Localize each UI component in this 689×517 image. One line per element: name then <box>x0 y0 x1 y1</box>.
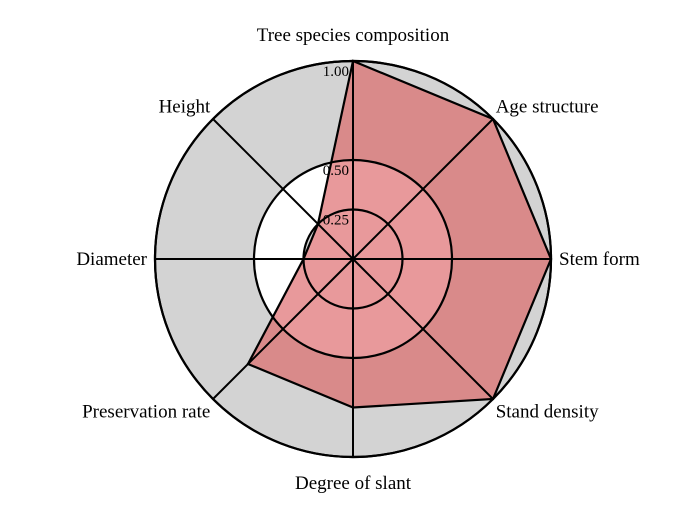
axis-label-2: Age structure <box>496 96 599 117</box>
r-tick-label-2: 0.50 <box>323 163 349 179</box>
axis-label-3: Stem form <box>559 249 640 270</box>
r-tick-label-1: 0.25 <box>323 213 349 229</box>
outer-ring <box>153 59 553 459</box>
ring-2 <box>252 158 454 360</box>
data-area-inner <box>254 160 452 358</box>
axis-label-7: Diameter <box>76 249 147 270</box>
axis-label-5: Degree of slant <box>295 473 412 494</box>
axis-label-4: Stand density <box>496 402 599 423</box>
axis-label-6: Preservation rate <box>82 402 210 423</box>
axis-label-1: Tree species composition <box>257 25 450 46</box>
ring-1 <box>302 208 404 310</box>
r-tick-label-3: 1.00 <box>323 64 349 80</box>
axis-label-8: Height <box>159 96 211 117</box>
